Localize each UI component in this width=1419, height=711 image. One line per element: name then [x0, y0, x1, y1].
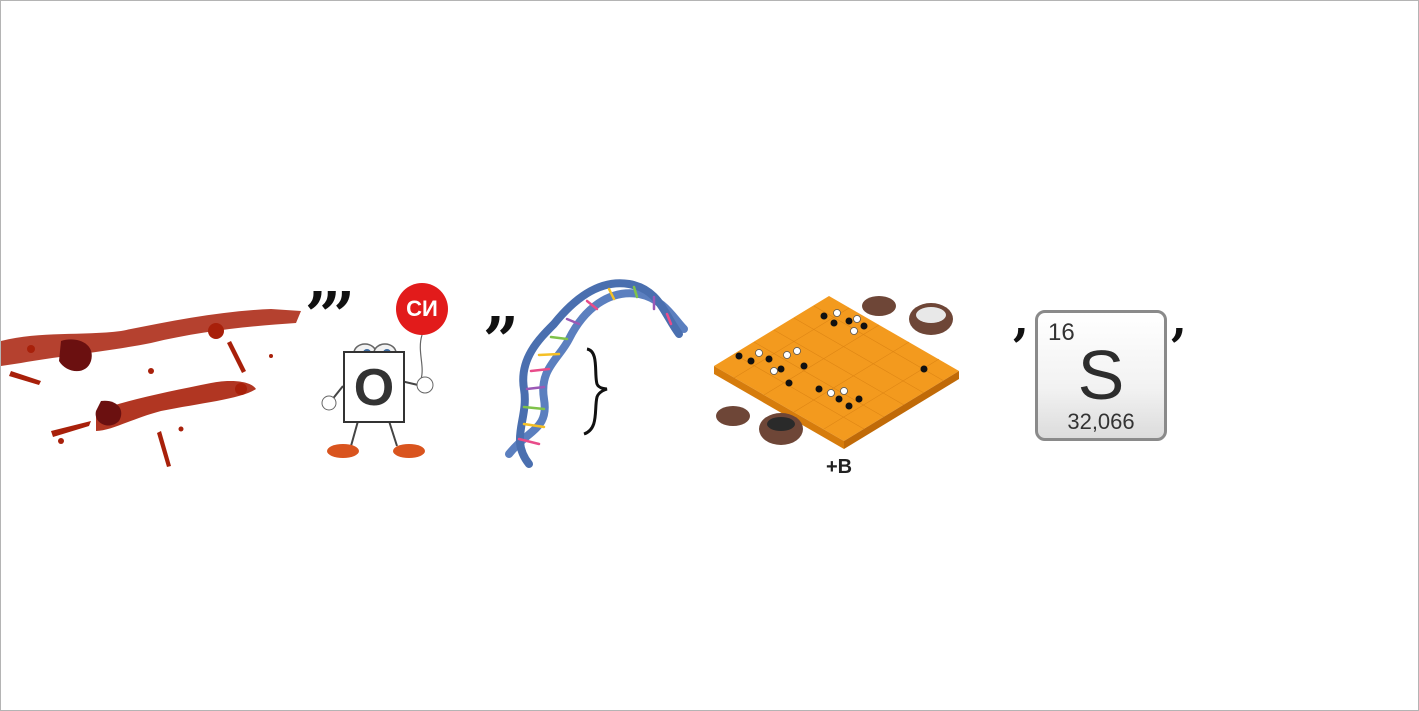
blood-splatter-icon	[1, 309, 301, 467]
element-left-comma: ,	[1013, 292, 1030, 346]
element-right-comma: ,	[1171, 292, 1188, 346]
periodic-element-icon: 16 S 32,066	[1035, 310, 1167, 441]
atomic-mass: 32,066	[1067, 409, 1135, 434]
go-board-label: +В	[825, 456, 853, 478]
balloon-label: СИ	[406, 296, 438, 321]
dna-helix-icon	[505, 279, 688, 468]
letter-glyph: О	[343, 351, 405, 423]
atomic-number: 16	[1048, 319, 1075, 346]
letter-character-icon: О СИ	[313, 281, 453, 466]
go-board-icon	[714, 296, 959, 449]
first-commas: ,,,	[307, 246, 356, 314]
element-symbol: S	[1077, 336, 1125, 414]
